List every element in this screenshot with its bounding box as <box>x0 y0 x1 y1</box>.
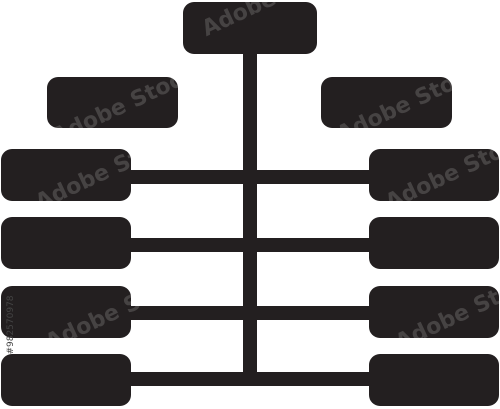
level2-left-box <box>47 77 178 128</box>
connector-lines <box>120 45 380 386</box>
branch-line-row-2 <box>120 238 380 252</box>
left-box-2 <box>1 217 131 269</box>
right-box-2 <box>369 217 499 269</box>
branch-line-row-4 <box>120 372 380 386</box>
root-box <box>183 2 317 54</box>
right-box-3 <box>369 286 499 338</box>
branch-line-row-1 <box>120 170 380 184</box>
left-box-3 <box>1 286 131 338</box>
left-box-4 <box>1 354 131 406</box>
vertical-trunk-line <box>243 45 257 380</box>
left-box-1 <box>1 149 131 201</box>
level2-right-box <box>321 77 452 128</box>
right-box-1 <box>369 149 499 201</box>
right-box-4 <box>369 354 499 406</box>
branch-line-row-3 <box>120 306 380 320</box>
